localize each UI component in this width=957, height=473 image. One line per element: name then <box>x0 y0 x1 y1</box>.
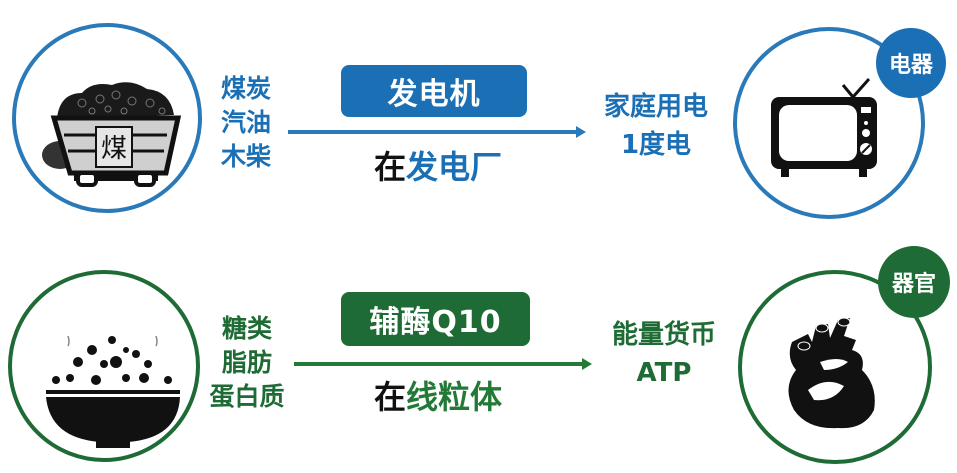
rice-bowl-icon <box>46 335 180 448</box>
location-label: 在发电厂 <box>358 142 518 188</box>
target-tag-label: 器官 <box>891 272 936 297</box>
heart-icon <box>788 317 875 429</box>
source-item: 汽油 <box>220 108 271 137</box>
converter-badge: 发电机 <box>341 65 527 117</box>
source-list: 煤炭 汽油 木柴 <box>214 72 278 174</box>
source-list: 糖类 脂肪 蛋白质 <box>202 312 292 414</box>
arrow-head-icon <box>576 126 586 138</box>
converter-label: 发电机 <box>387 77 481 112</box>
output-list: 能量货币 ATP <box>598 316 730 392</box>
svg-text:煤: 煤 <box>101 134 127 164</box>
tv-icon <box>771 78 877 177</box>
source-item: 糖类 <box>221 314 272 343</box>
target-circle-appliance <box>733 27 925 219</box>
location-name: 线粒体 <box>406 378 503 416</box>
converter-label: 辅酶Q10 <box>369 305 502 340</box>
target-tag-label: 电器 <box>888 53 933 78</box>
arrow-head-icon <box>582 358 592 370</box>
location-prefix: 在 <box>373 378 406 416</box>
target-circle-organ <box>738 270 932 464</box>
output-item: ATP <box>636 358 692 388</box>
source-circle-coal: 煤 <box>12 23 202 213</box>
location-label: 在线粒体 <box>358 372 518 418</box>
source-circle-food <box>8 270 200 462</box>
output-item: 1度电 <box>620 130 692 160</box>
converter-badge: 辅酶Q10 <box>341 292 530 346</box>
target-tag-badge: 电器 <box>876 28 946 98</box>
source-item: 木柴 <box>220 142 271 171</box>
flow-arrow-line <box>294 362 584 366</box>
coal-cart-icon: 煤 <box>42 82 182 187</box>
source-item: 脂肪 <box>221 348 272 377</box>
target-tag-badge: 器官 <box>878 246 950 318</box>
location-name: 发电厂 <box>406 148 503 186</box>
flow-arrow-line <box>288 130 578 134</box>
source-item: 煤炭 <box>220 74 271 103</box>
output-item: 家庭用电 <box>603 92 708 122</box>
location-prefix: 在 <box>373 148 406 186</box>
source-item: 蛋白质 <box>209 382 285 411</box>
output-item: 能量货币 <box>611 320 716 350</box>
output-list: 家庭用电 1度电 <box>590 88 722 164</box>
